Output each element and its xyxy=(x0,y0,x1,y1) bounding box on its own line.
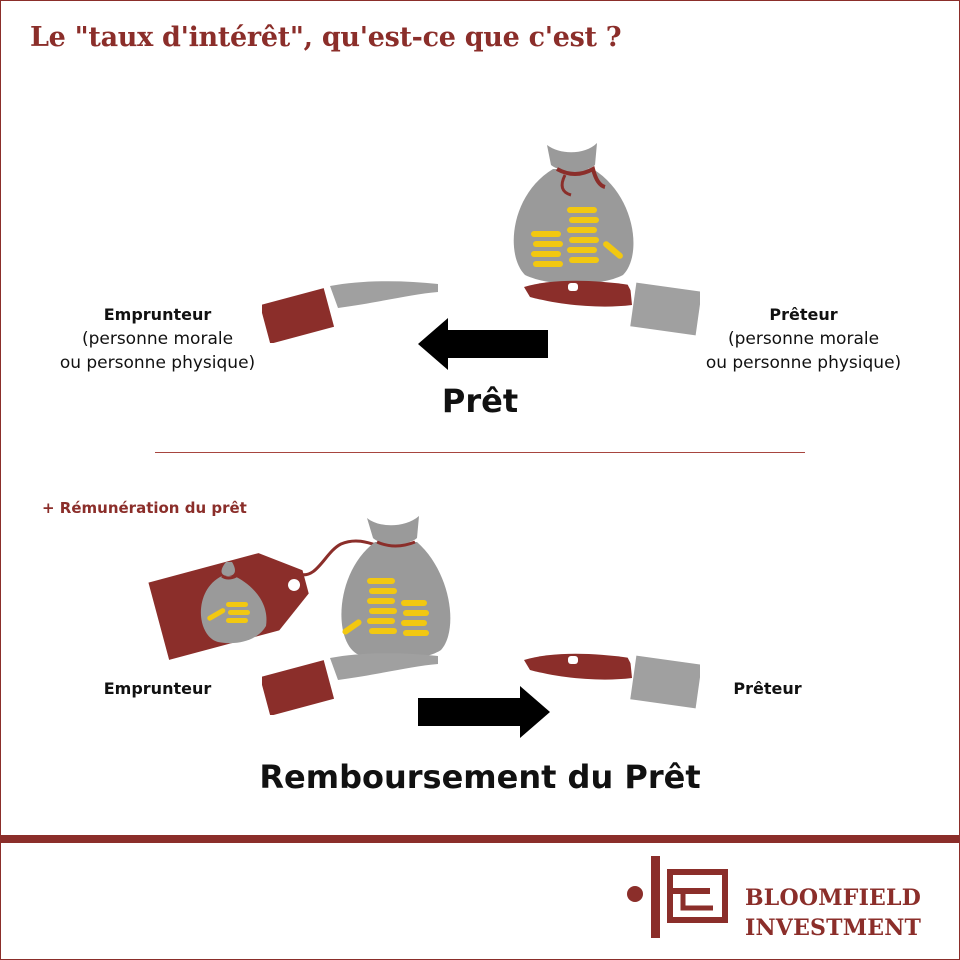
borrower-hand-icon-repayment xyxy=(262,653,438,715)
remuneration-label: + Rémunération du prêt xyxy=(42,499,247,517)
lender-type-line2: ou personne physique) xyxy=(705,353,902,373)
money-bag-icon xyxy=(513,143,634,284)
interest-tag-icon xyxy=(148,553,309,660)
lender-label-top: Prêteur (personne morale ou personne phy… xyxy=(686,303,921,375)
borrower-hand-icon xyxy=(262,281,438,343)
lender-role-repayment: Prêteur xyxy=(733,679,802,698)
right-arrow-icon xyxy=(418,686,550,738)
brand-name-line2: INVESTMENT xyxy=(745,915,922,941)
lender-label-bottom: Prêteur xyxy=(710,677,825,701)
repayment-caption: Remboursement du Prêt xyxy=(259,758,701,796)
loan-caption: Prêt xyxy=(441,382,519,420)
brand-name-line1: BLOOMFIELD xyxy=(745,885,921,911)
borrower-label-top: Emprunteur (personne morale ou personne … xyxy=(40,303,275,375)
borrower-role-repayment: Emprunteur xyxy=(103,679,212,698)
borrower-role: Emprunteur xyxy=(103,305,212,324)
lender-type-line1: (personne morale xyxy=(727,329,880,349)
tag-string-icon xyxy=(298,539,380,577)
lender-hand-icon xyxy=(524,280,700,336)
lender-hand-icon-repayment xyxy=(524,653,700,709)
section-divider xyxy=(155,452,805,453)
borrower-type-line1: (personne morale xyxy=(81,329,234,349)
footer-band xyxy=(0,835,960,843)
borrower-type-line2: ou personne physique) xyxy=(59,353,256,373)
lender-role: Prêteur xyxy=(769,305,838,324)
page-title: Le "taux d'intérêt", qu'est-ce que c'est… xyxy=(30,22,622,53)
borrower-label-bottom: Emprunteur xyxy=(90,677,225,701)
left-arrow-icon xyxy=(418,318,548,370)
bloomfield-logo-icon xyxy=(627,856,728,938)
money-bag-icon-repayment xyxy=(341,516,451,660)
